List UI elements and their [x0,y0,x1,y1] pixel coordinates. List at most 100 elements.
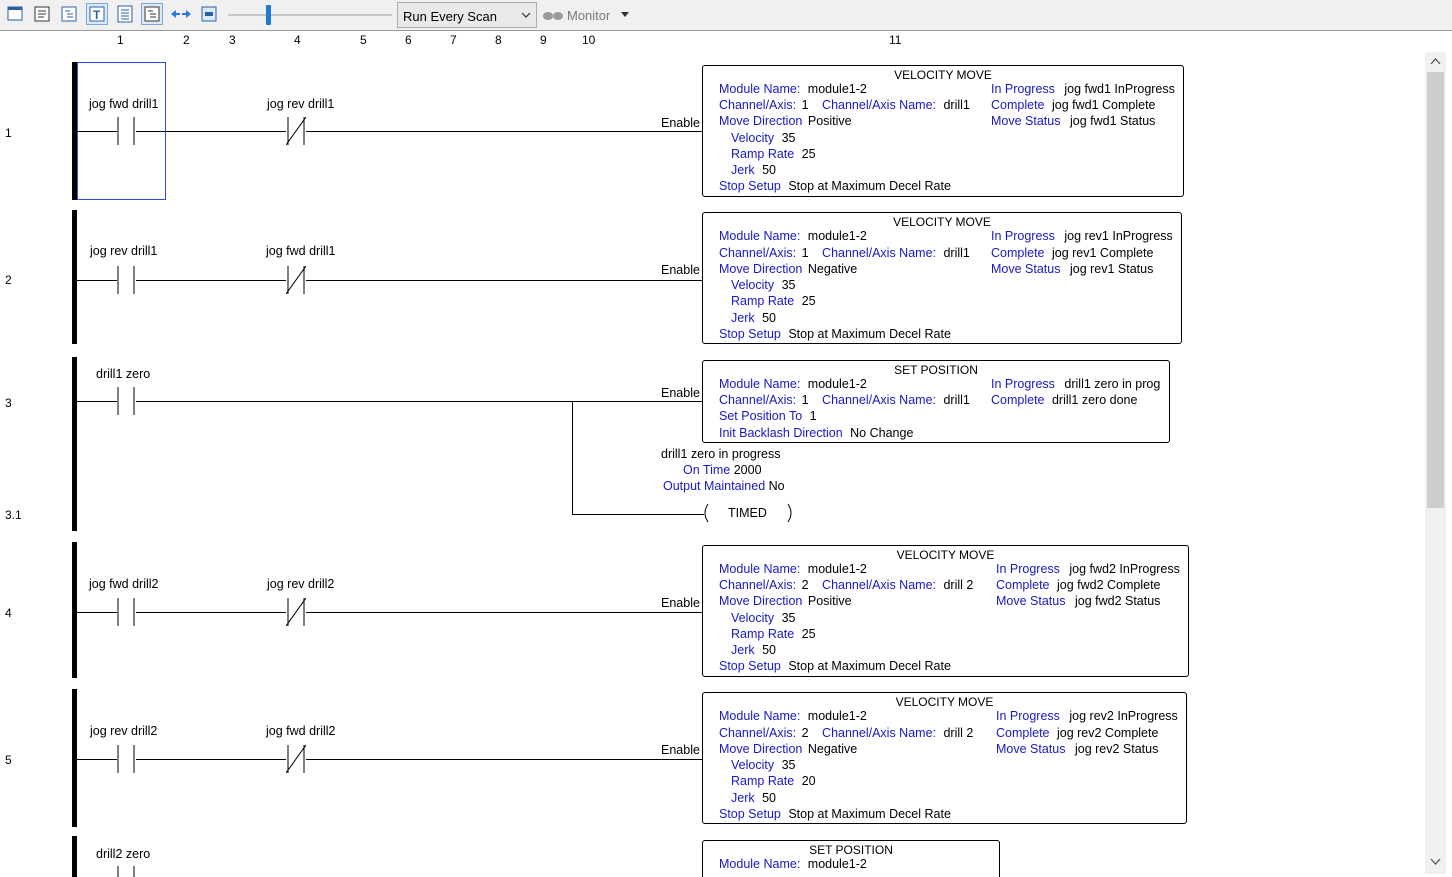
power-rail [72,542,77,678]
param-key: Move Status [991,114,1061,128]
param-value: jog fwd2 InProgress [1069,562,1180,576]
contact-no[interactable] [116,866,136,877]
param-key: Complete [991,246,1045,260]
block-title: VELOCITY MOVE [895,695,994,709]
velocity-move-block[interactable]: VELOCITY MOVE Module Name: module1-2 Cha… [702,545,1189,677]
param-value: 2 [801,578,809,592]
scroll-up-icon[interactable] [1425,54,1446,70]
param-value: jog rev1 InProgress [1064,229,1173,243]
column-number: 9 [540,33,547,47]
enable-label: Enable [661,116,700,130]
param-value: module1-2 [807,82,867,96]
contact-no[interactable] [116,266,136,294]
power-rail [72,62,77,200]
param-value: 50 [762,311,777,325]
block-title: VELOCITY MOVE [894,68,992,82]
rung-number: 3.1 [5,508,22,522]
contact-nc[interactable] [286,266,306,294]
velocity-move-block[interactable]: VELOCITY MOVE Module Name: module1-2 Cha… [702,692,1187,824]
param-key: Complete [991,98,1045,112]
rung-wire [306,280,702,281]
contact-nc[interactable] [286,117,306,145]
view-window-icon[interactable] [4,3,26,25]
timed-coil[interactable]: TIMED [700,502,796,524]
param-key: Init Backlash Direction [719,426,843,440]
vertical-scrollbar[interactable] [1425,52,1446,874]
param-key: In Progress [991,377,1055,391]
param-value: module1-2 [807,562,867,576]
param-value: Negative [807,262,858,276]
contact-no[interactable] [116,598,136,626]
param-value: 1 [809,409,817,423]
param-key: On Time [683,463,731,477]
param-value: 1 [801,393,809,407]
velocity-move-block[interactable]: VELOCITY MOVE Module Name: module1-2 Cha… [702,65,1184,197]
param-value: drill1 zero done [1051,393,1138,407]
instruction-list-icon[interactable] [31,3,53,25]
monitor-button[interactable]: Monitor [541,4,631,26]
contact-label: jog rev drill2 [267,577,335,591]
param-value: Positive [807,114,852,128]
swap-arrows-icon[interactable] [169,3,191,25]
param-value: 25 [801,294,816,308]
tree-view-icon[interactable] [58,3,80,25]
text-mode-icon[interactable]: T [86,3,108,25]
param-value: jog rev2 InProgress [1069,709,1178,723]
velocity-move-block[interactable]: VELOCITY MOVE Module Name: module1-2 Cha… [702,212,1182,344]
param-key: Jerk [731,791,755,805]
contact-no[interactable] [116,117,136,145]
rung-number: 5 [5,753,12,767]
rung-wire [306,131,702,132]
selection-cursor [77,62,166,200]
print-icon[interactable] [198,3,220,25]
toolbar: T Run Every Scan Monitor [0,0,1452,31]
param-value: 50 [762,163,777,177]
block-title: SET POSITION [809,843,893,857]
scrollbar-thumb[interactable] [1427,72,1444,508]
contact-no[interactable] [116,745,136,773]
rung-wire [136,280,286,281]
enable-label: Enable [661,263,700,277]
param-value: module1-2 [807,229,867,243]
zoom-slider-thumb[interactable] [266,5,271,25]
param-value: module1-2 [807,377,867,391]
contact-label: jog fwd drill1 [266,244,336,258]
param-value: drill1 zero in prog [1064,377,1161,391]
contact-label: drill1 zero [96,367,151,381]
power-rail [72,357,77,531]
block-title: VELOCITY MOVE [896,548,995,562]
param-key: Move Status [996,594,1066,608]
param-value: jog fwd2 Complete [1056,578,1161,592]
scroll-down-icon[interactable] [1425,854,1446,870]
param-key: Set Position To [719,409,803,423]
block-title: VELOCITY MOVE [893,215,991,229]
column-number: 3 [229,33,236,47]
timer-tag: drill1 zero in progress [661,447,781,461]
param-key: Channel/Axis: [719,246,797,260]
param-key: Output Maintained [663,479,766,493]
param-key: Channel/Axis Name: [822,246,936,260]
param-key: Move Status [991,262,1061,276]
contact-nc[interactable] [286,598,306,626]
param-key: Complete [996,726,1050,740]
set-position-block[interactable]: SET POSITION Module Name: module1-2 [702,840,1000,877]
contact-no[interactable] [116,387,136,415]
document-list-icon[interactable] [114,3,136,25]
scan-mode-select[interactable]: Run Every Scan [397,2,537,28]
enable-label: Enable [661,386,700,400]
param-value: jog rev2 Status [1074,742,1159,756]
param-key: Channel/Axis Name: [822,578,936,592]
param-value: Stop at Maximum Decel Rate [788,179,951,193]
contact-label: jog rev drill1 [267,97,335,111]
contact-nc[interactable] [286,745,306,773]
cross-reference-icon[interactable] [141,3,163,25]
param-key: Move Direction [719,114,803,128]
enable-label: Enable [661,596,700,610]
rung-wire [136,401,702,402]
set-position-block[interactable]: SET POSITION Module Name: module1-2 Chan… [702,360,1170,443]
param-key: Velocity [731,758,775,772]
param-key: Complete [996,578,1050,592]
ladder-canvas[interactable]: 1 2 3 4 5 6 7 8 9 10 11 1 jog fwd drill1… [0,30,1452,877]
param-key: Module Name: [719,562,801,576]
zoom-slider-track[interactable] [228,14,392,16]
